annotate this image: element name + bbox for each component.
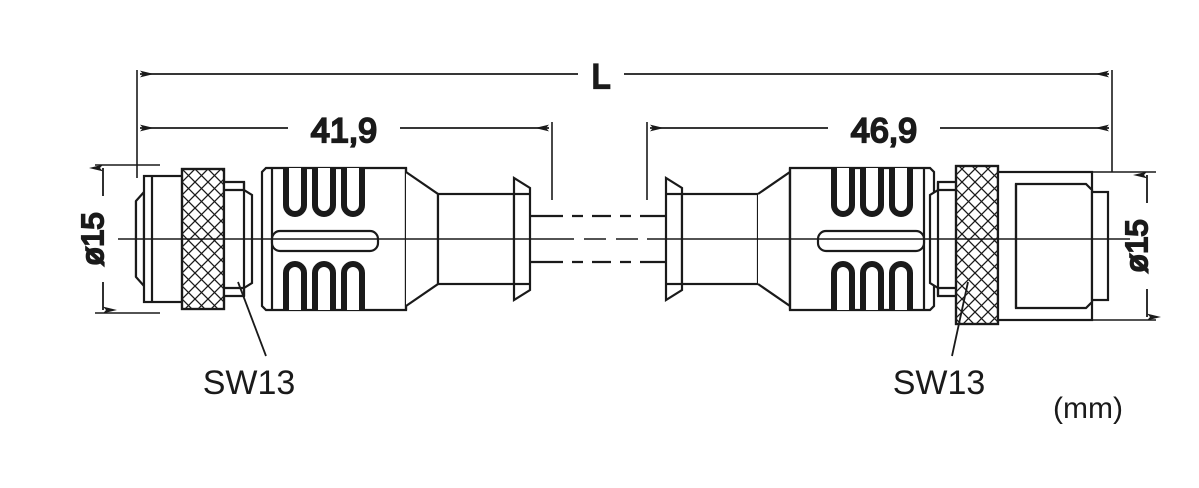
dimension-label-right-diameter: ø15 (1119, 219, 1154, 272)
annotation-label-left-sw13: SW13 (203, 364, 296, 402)
annotation-label-right-sw13: SW13 (893, 364, 986, 402)
unit-label: (mm) (1053, 392, 1123, 425)
cable-right-segment (600, 214, 666, 264)
dimension-label-left-diameter: ø15 (75, 212, 110, 265)
left-callout-leader (237, 281, 267, 357)
dimension-label-right-connector-length: 46,9 (851, 112, 917, 150)
right-threaded-end (996, 170, 1110, 322)
cable-left-segment (530, 214, 600, 264)
right-knurled-nut (954, 164, 1000, 326)
right-callout-leader (951, 281, 969, 357)
left-connector (134, 166, 532, 312)
dimension-label-left-connector-length: 41,9 (311, 112, 377, 150)
dimension-label-overall-length: L (592, 58, 611, 96)
right-connector (664, 164, 1110, 326)
